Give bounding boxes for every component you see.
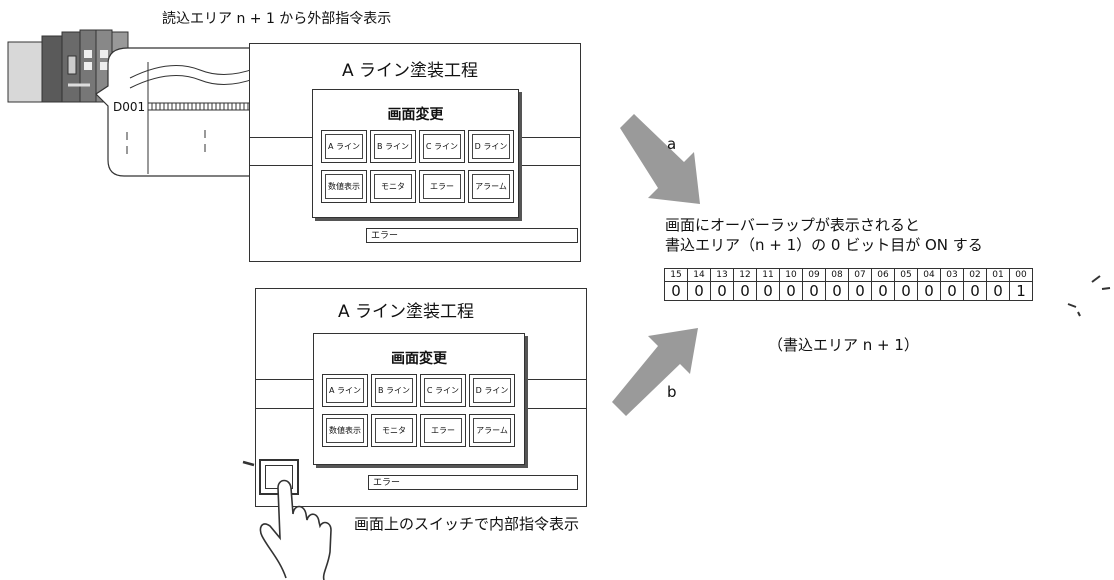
- screen-title: A ライン塗装工程: [342, 61, 479, 81]
- bit-label: 03: [940, 268, 964, 282]
- screen-change-button[interactable]: D ライン: [468, 130, 514, 163]
- caption-external-command: 読込エリア n + 1 から外部指令表示: [162, 11, 392, 27]
- bit-label: 15: [664, 268, 688, 282]
- overlap-popup: 画面変更 A ライン B ライン C ライン D ライン 数値表示 モニタ エラ…: [313, 333, 525, 465]
- error-display: エラー: [368, 475, 578, 490]
- popup-title: 画面変更: [391, 351, 447, 367]
- bit-label: 04: [917, 268, 941, 282]
- bit-label: 01: [986, 268, 1010, 282]
- bit-value: 0: [756, 281, 780, 301]
- bit-value: 0: [802, 281, 826, 301]
- register-name: （書込エリア n + 1）: [768, 336, 919, 354]
- screen-change-button[interactable]: モニタ: [370, 170, 416, 203]
- label-b: b: [667, 383, 677, 401]
- bit-value: 0: [871, 281, 895, 301]
- bit-value: 0: [986, 281, 1010, 301]
- screen-change-button[interactable]: モニタ: [371, 414, 417, 447]
- error-display: エラー: [366, 228, 578, 243]
- device-address-label: D001: [113, 100, 146, 114]
- bit-label: 14: [687, 268, 711, 282]
- screen-change-button[interactable]: C ライン: [419, 130, 465, 163]
- bit-label: 05: [894, 268, 918, 282]
- bit-value: 1: [1009, 281, 1033, 301]
- label-a: a: [667, 135, 677, 153]
- screen-change-button[interactable]: A ライン: [321, 130, 367, 163]
- bit-value: 0: [664, 281, 688, 301]
- memory-callout: [95, 47, 277, 177]
- arrow-a: [620, 114, 700, 204]
- screen-bottom: A ライン塗装工程 画面変更 A ライン B ライン C ライン D ライン 数…: [255, 288, 587, 507]
- screen-change-button[interactable]: C ライン: [420, 374, 466, 407]
- screen-change-button[interactable]: 数値表示: [322, 414, 368, 447]
- bit-label: 00: [1009, 268, 1033, 282]
- bit-value: 0: [687, 281, 711, 301]
- bit-label: 09: [802, 268, 826, 282]
- caption-internal-command: 画面上のスイッチで内部指令表示: [354, 515, 580, 533]
- screen-change-button[interactable]: A ライン: [322, 374, 368, 407]
- bit-label: 12: [733, 268, 757, 282]
- bit-value: 0: [825, 281, 849, 301]
- screen-change-button[interactable]: D ライン: [469, 374, 515, 407]
- screen-change-button[interactable]: アラーム: [468, 170, 514, 203]
- bit-label: 06: [871, 268, 895, 282]
- internal-switch-button[interactable]: [259, 459, 299, 495]
- bit-value: 0: [779, 281, 803, 301]
- bit-value: 0: [940, 281, 964, 301]
- caption-result-line2: 書込エリア（n + 1）の 0 ビット目が ON する: [665, 236, 983, 254]
- screen-title: A ライン塗装工程: [338, 302, 475, 322]
- bit-label: 11: [756, 268, 780, 282]
- caption-result-line1: 画面にオーバーラップが表示されると: [665, 216, 920, 234]
- screen-change-button[interactable]: B ライン: [370, 130, 416, 163]
- bit-value: 0: [710, 281, 734, 301]
- bit-label: 02: [963, 268, 987, 282]
- screen-change-button[interactable]: アラーム: [469, 414, 515, 447]
- popup-title: 画面変更: [387, 107, 444, 123]
- overlap-popup: 画面変更 A ライン B ライン C ライン D ライン 数値表示 モニタ エラ…: [312, 89, 519, 218]
- screen-top: A ライン塗装工程 画面変更 A ライン B ライン C ライン D ライン 数…: [249, 43, 581, 262]
- screen-change-button[interactable]: B ライン: [371, 374, 417, 407]
- bit-label: 08: [825, 268, 849, 282]
- bit-value: 0: [848, 281, 872, 301]
- bit-label: 10: [779, 268, 803, 282]
- screen-change-button[interactable]: エラー: [420, 414, 466, 447]
- bit-value: 0: [917, 281, 941, 301]
- bit-value: 0: [963, 281, 987, 301]
- bit-register: 15 14 13 12 11 10 09 08 07 06 05 04 03 0…: [664, 268, 1033, 301]
- bit-value: 0: [733, 281, 757, 301]
- bit-value: 0: [894, 281, 918, 301]
- screen-change-button[interactable]: エラー: [419, 170, 465, 203]
- arrow-b: [612, 328, 698, 416]
- bit-label: 07: [848, 268, 872, 282]
- bit-label: 13: [710, 268, 734, 282]
- screen-change-button[interactable]: 数値表示: [321, 170, 367, 203]
- flash-marks-bit: [1067, 275, 1111, 317]
